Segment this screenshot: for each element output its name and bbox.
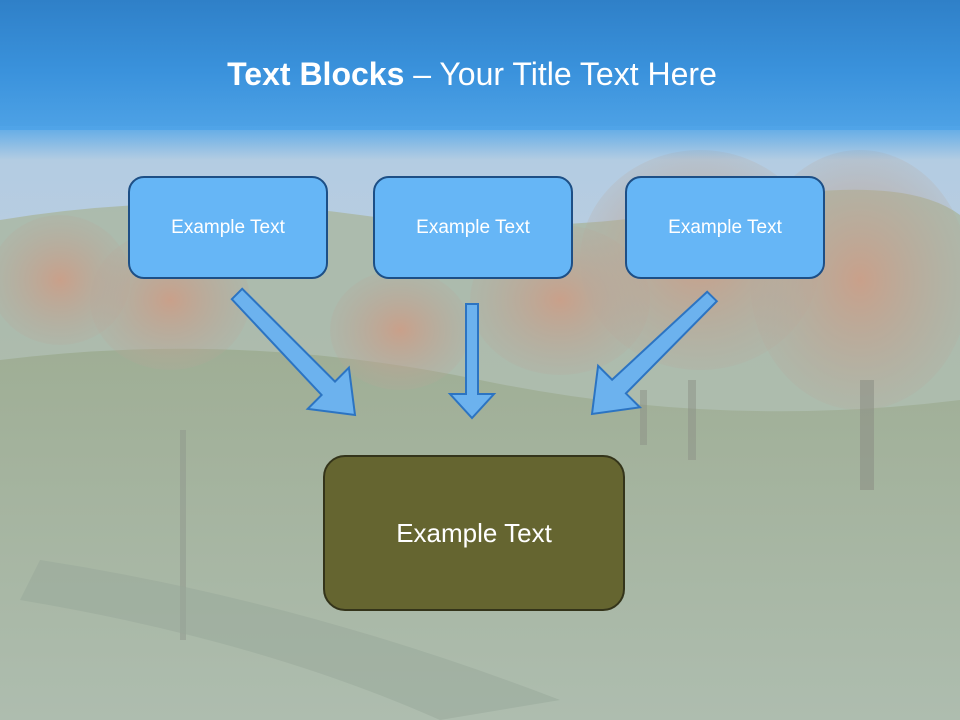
- result-block-label: Example Text: [396, 517, 552, 548]
- title-band: [0, 0, 960, 130]
- arrow-left: [230, 287, 357, 417]
- text-block-1[interactable]: Example Text: [128, 176, 328, 279]
- text-block-3-label: Example Text: [668, 216, 782, 238]
- result-block[interactable]: Example Text: [323, 455, 625, 611]
- text-block-2-label: Example Text: [416, 216, 530, 238]
- text-block-3[interactable]: Example Text: [625, 176, 825, 279]
- title-bold-part: Text Blocks: [227, 56, 405, 92]
- title-rest-part: Your Title Text Here: [439, 56, 717, 92]
- title-separator: –: [404, 56, 440, 92]
- text-block-2[interactable]: Example Text: [373, 176, 573, 279]
- arrow-right: [590, 290, 719, 416]
- arrow-middle: [447, 303, 497, 420]
- slide-title: Text Blocks – Your Title Text Here: [0, 54, 944, 94]
- title-band-fade: [0, 126, 960, 160]
- text-block-1-label: Example Text: [171, 216, 285, 238]
